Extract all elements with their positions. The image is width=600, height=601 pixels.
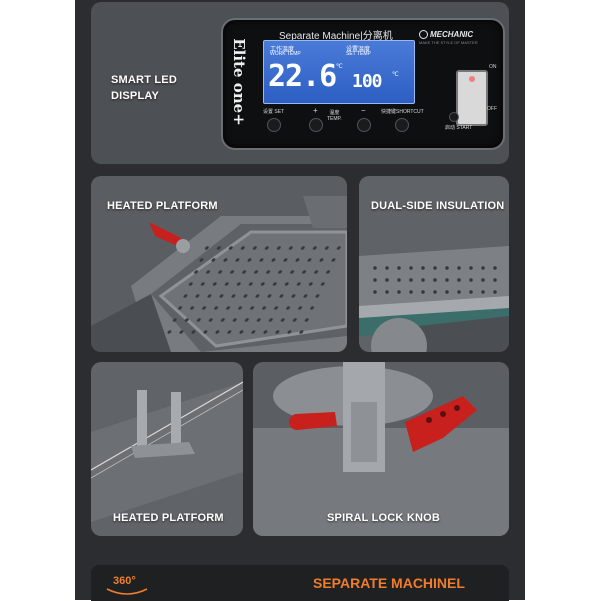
footer-bar: 360° SEPARATE MACHINEL: [91, 565, 509, 601]
spiral-lock-knob-caption: SPIRAL LOCK KNOB: [327, 512, 441, 524]
switch-on-label: ON: [489, 64, 497, 70]
spiral-lock-photo: [253, 362, 509, 536]
set-temp-label-cn: 设置温度: [346, 47, 371, 53]
heated-platform-caption-2: HEATED PLATFORM: [113, 512, 224, 524]
power-switch[interactable]: [456, 70, 488, 126]
work-temp-label-en: WORK TEMP: [270, 51, 301, 57]
caption-line-2: DISPLAY: [111, 90, 160, 102]
work-temp-label-cn: 工作温度: [270, 47, 295, 53]
shortcut-button[interactable]: [395, 118, 409, 132]
panel-title: Separate Machine|分离机: [279, 31, 393, 42]
rotation-360-badge: 360°: [113, 575, 136, 587]
start-button[interactable]: [449, 112, 459, 122]
work-temp-value: 22.6: [268, 59, 337, 94]
work-temp-unit: ℃: [336, 64, 343, 70]
heated-platform-card-2: HEATED PLATFORM: [91, 362, 243, 536]
smart-led-caption: SMART LED DISPLAY: [111, 72, 177, 104]
dual-side-insulation-card: DUAL-SIDE INSULATION: [359, 176, 509, 352]
knob-lever-icon: [149, 222, 190, 253]
brand-logo: MECHANIC: [419, 30, 474, 40]
switch-off-label: OFF: [487, 106, 497, 112]
insulation-holes: [369, 262, 499, 298]
gear-icon: [419, 30, 428, 40]
heated-platform-card-1: HEATED PLATFORM: [91, 176, 347, 352]
power-indicator: [469, 76, 475, 82]
set-button[interactable]: [267, 118, 281, 132]
minus-button[interactable]: [357, 118, 371, 132]
smart-led-display-card: SMART LED DISPLAY Separate Machine|分离机 M…: [91, 2, 509, 164]
product-page: SMART LED DISPLAY Separate Machine|分离机 M…: [75, 0, 525, 601]
plus-button[interactable]: [309, 118, 323, 132]
rotation-arrow-icon: [106, 588, 148, 595]
brand-name: MECHANIC: [430, 30, 474, 39]
set-temp-unit: ℃: [392, 72, 399, 78]
spiral-lock-knob-card: SPIRAL LOCK KNOB: [253, 362, 509, 536]
minus-button-label: −: [361, 106, 366, 115]
plus-button-label: +: [313, 106, 318, 115]
lcd-screen: 工作温度 WORK TEMP 设置温度 SET TEMP 22.6 ℃ 100 …: [263, 40, 415, 104]
set-temp-value: 100: [352, 71, 382, 92]
heated-platform-caption-1: HEATED PLATFORM: [107, 200, 218, 212]
shortcut-button-label: 快捷键SHORTCUT: [381, 109, 424, 115]
footer-title: SEPARATE MACHINEL: [313, 575, 465, 591]
wire-cutter-photo: [91, 381, 243, 522]
set-button-label: 设置 SET: [263, 109, 285, 115]
model-vertical-text: Elite one+: [230, 38, 249, 126]
caption-line-1: SMART LED: [111, 74, 177, 86]
set-temp-label-en: SET TEMP: [346, 51, 371, 57]
brand-subtitle: MAKE THE STYLE OF MASTER: [419, 40, 478, 45]
start-label: 启动 START: [445, 125, 473, 131]
control-panel: Separate Machine|分离机 MECHANIC MAKE THE S…: [221, 18, 505, 150]
dual-side-insulation-caption: DUAL-SIDE INSULATION: [371, 200, 505, 212]
